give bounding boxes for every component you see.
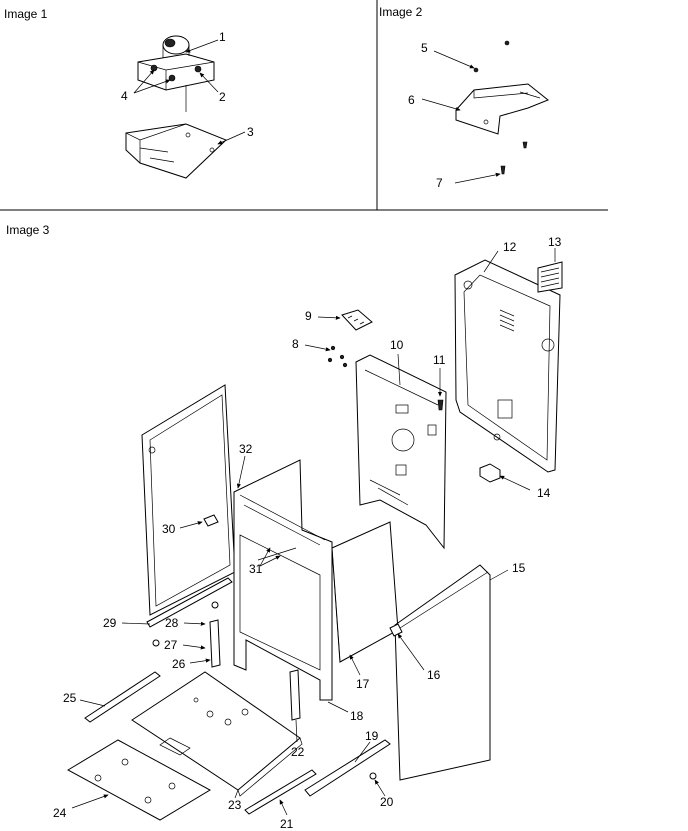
callout-3: 3: [217, 125, 254, 145]
svg-text:7: 7: [436, 176, 443, 190]
bottom-plate: [131, 671, 303, 797]
callout-28: 28: [165, 616, 206, 630]
svg-text:20: 20: [380, 795, 394, 809]
rail-19: [304, 739, 391, 797]
svg-text:22: 22: [291, 745, 305, 759]
svg-text:26: 26: [172, 657, 186, 671]
callout-13: 13: [548, 235, 562, 262]
panel-title-image2: Image 2: [379, 5, 423, 19]
bracket-22: [289, 669, 301, 721]
callout-22: 22: [291, 719, 305, 759]
access-plate: [66, 739, 212, 821]
foot-28: [211, 601, 219, 609]
svg-text:9: 9: [305, 309, 312, 323]
foot-20: [369, 772, 377, 780]
svg-text:17: 17: [356, 677, 370, 691]
foot-27: [152, 639, 160, 647]
svg-text:16: 16: [427, 668, 441, 682]
svg-text:13: 13: [548, 235, 562, 249]
svg-text:5: 5: [421, 41, 428, 55]
callout-21: 21: [279, 799, 294, 831]
svg-text:27: 27: [164, 638, 178, 652]
callout-17: 17: [349, 654, 370, 691]
svg-text:12: 12: [503, 240, 517, 254]
callout-31: 31: [249, 547, 281, 576]
svg-text:8: 8: [292, 337, 299, 351]
callout-14: 14: [499, 475, 551, 500]
callout-10: 10: [390, 338, 404, 386]
svg-text:18: 18: [350, 709, 364, 723]
panel-title-image1: Image 1: [4, 7, 48, 21]
terminal-strip: [341, 309, 373, 331]
bracket-30: [203, 514, 219, 527]
callout-29: 29: [103, 616, 151, 630]
front-frame: [233, 459, 333, 701]
svg-text:6: 6: [408, 93, 415, 107]
callout-11: 11: [433, 353, 446, 397]
svg-text:21: 21: [280, 817, 294, 831]
callout-19: 19: [354, 729, 379, 763]
callout-26: 26: [172, 657, 211, 671]
svg-text:11: 11: [433, 353, 446, 367]
svg-text:29: 29: [103, 616, 117, 630]
rail-21: [244, 769, 317, 815]
callout-30: 30: [162, 521, 203, 536]
callout-24: 24: [53, 794, 109, 820]
callout-15: 15: [489, 561, 526, 581]
svg-text:28: 28: [165, 616, 179, 630]
rear-cover: [454, 259, 561, 473]
svg-text:24: 24: [53, 806, 67, 820]
svg-text:4: 4: [121, 89, 128, 103]
bracket-26: [209, 619, 221, 668]
callout-27: 27: [164, 638, 206, 652]
svg-text:19: 19: [365, 729, 379, 743]
callout-23: 23: [228, 789, 242, 812]
callout-18: 18: [327, 701, 364, 723]
callout-4: 4: [121, 69, 171, 103]
svg-text:2: 2: [219, 90, 226, 104]
svg-text:25: 25: [63, 691, 77, 705]
oven-body: [331, 521, 399, 663]
svg-text:14: 14: [537, 486, 551, 500]
callout-6: 6: [408, 93, 461, 111]
callout-32: 32: [236, 442, 253, 489]
rail-29: [146, 577, 233, 628]
callout-2: 2: [199, 72, 226, 104]
callout-16: 16: [397, 633, 441, 682]
callout-8: 8: [292, 337, 331, 352]
callout-7: 7: [436, 172, 501, 190]
svg-text:3: 3: [247, 125, 254, 139]
callout-12: 12: [483, 240, 517, 273]
callout-1: 1: [185, 30, 226, 53]
screws-8: [327, 345, 348, 368]
screw-11: [437, 399, 444, 411]
panel-title-image3: Image 3: [6, 223, 50, 237]
svg-text:15: 15: [512, 561, 526, 575]
svg-text:23: 23: [228, 798, 242, 812]
callout-25: 25: [63, 691, 106, 707]
image2-assembly: [455, 40, 549, 175]
back-panel: [355, 354, 447, 550]
right-side-panel: [394, 564, 491, 781]
callout-5: 5: [421, 41, 475, 69]
callout-9: 9: [305, 309, 341, 323]
vent-grille: [537, 261, 563, 293]
terminal-block: [479, 463, 501, 483]
svg-text:10: 10: [390, 338, 404, 352]
left-side-panel: [141, 384, 236, 616]
callout-20: 20: [374, 779, 394, 809]
svg-text:30: 30: [162, 522, 176, 536]
image1-assembly: [125, 35, 227, 179]
rail-25: [84, 671, 161, 723]
svg-text:32: 32: [239, 442, 253, 456]
clip-16: [389, 623, 403, 637]
svg-text:1: 1: [219, 30, 226, 44]
svg-text:31: 31: [249, 562, 263, 576]
